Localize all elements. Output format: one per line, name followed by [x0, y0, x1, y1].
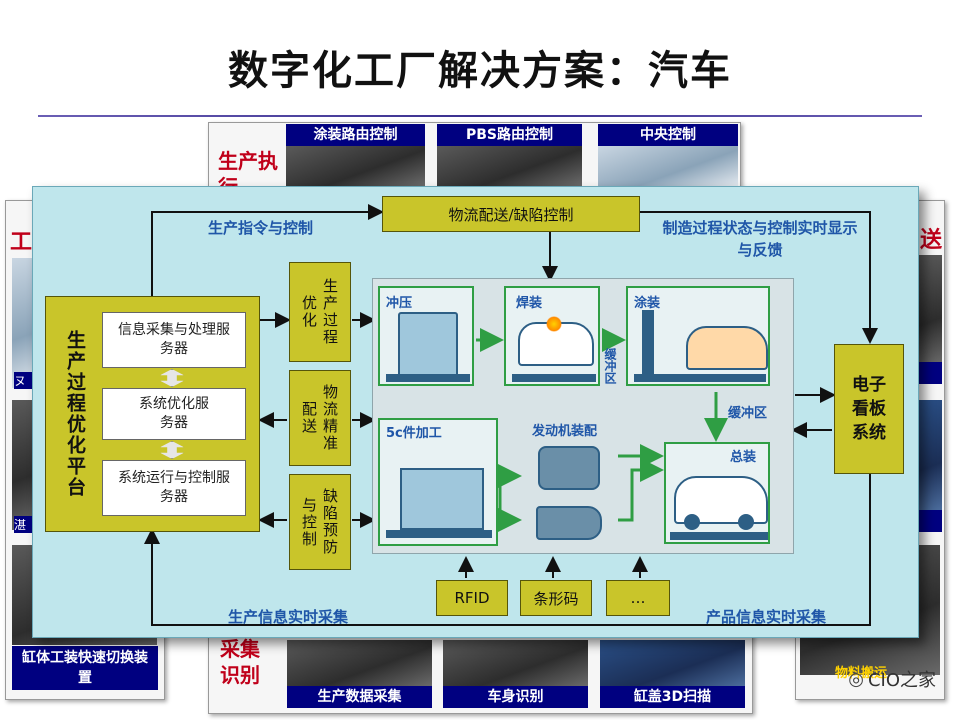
- wheel-icon-1: [684, 514, 700, 530]
- conveyor-icon-3: [634, 374, 766, 382]
- logistics-defect-box: 物流配送/缺陷控制: [382, 196, 640, 232]
- stage-engine-label: 发动机装配: [532, 424, 598, 439]
- electronic-kanban-box: 电子看板系统: [834, 344, 904, 474]
- bottom-photo-3: 缸盖3D扫描: [600, 640, 745, 710]
- press-machine-icon: [398, 312, 458, 378]
- platform-label: 生产过程优化平台: [64, 330, 86, 498]
- stage-painting-label: 涂装: [634, 296, 661, 311]
- top-left-red-label: 生产执行: [218, 149, 278, 186]
- top-photo-2: PBS路由控制: [437, 124, 582, 186]
- conveyor-icon-4: [386, 530, 492, 538]
- top-photo-1: 涂装路由控制: [286, 124, 425, 186]
- left-fragment-label: 工: [10, 229, 33, 255]
- label-production-info: 生产信息实时采集: [228, 608, 349, 626]
- photo-data-collection: [287, 640, 432, 686]
- watermark-logo: ◎ CIO之家: [848, 666, 936, 692]
- defect-left: 与控制: [300, 496, 318, 548]
- photo-body-id: [443, 640, 588, 686]
- label-production-command: 生产指令与控制: [208, 219, 314, 237]
- right-photo-1: [918, 255, 942, 365]
- top-caption-1: 涂装路由控制: [286, 124, 425, 146]
- painted-car-icon: [686, 326, 768, 370]
- stage-final-assembly: 总装: [664, 442, 770, 544]
- left-small-2: 湛: [14, 516, 34, 533]
- paint-robot-icon: [642, 310, 654, 374]
- photo-3d-scan: [600, 640, 745, 686]
- label-process-status: 制造过程状态与控制实时显示与反馈: [662, 219, 858, 259]
- bottom-left-red-label: 采集识别: [220, 637, 260, 687]
- stage-stamping: 冲压: [378, 286, 474, 386]
- conveyor-icon-2: [512, 374, 596, 382]
- server-optimization: 系统优化服务器: [102, 388, 246, 440]
- title-divider: [38, 115, 922, 117]
- left-photo-2: [12, 400, 34, 530]
- right-fragment-label: 送: [920, 227, 943, 253]
- transmission-icon: [536, 506, 602, 540]
- more-id-box: …: [606, 580, 670, 616]
- top-caption-3: 中央控制: [598, 124, 738, 146]
- photo-pbs: [437, 146, 582, 186]
- left-photo-1: [12, 258, 34, 388]
- label-product-info: 产品信息实时采集: [706, 608, 827, 626]
- left-bottom-caption-text: 缸体工装快速切换装置: [22, 650, 148, 686]
- precise-logistics-box: 配送 物流精准: [289, 370, 351, 466]
- engine-icon: [538, 446, 600, 490]
- conveyor-icon-6: [670, 532, 768, 540]
- right-bottom-caption: 物料搬运: [835, 666, 888, 681]
- process-optimization-box: 优化 生产过程: [289, 262, 351, 362]
- photo-central-control: [598, 146, 738, 186]
- process-opt-right: 生产过程: [321, 278, 339, 346]
- logistics-right: 物流精准: [321, 384, 339, 452]
- bottom-caption-2: 车身识别: [443, 686, 588, 708]
- stage-welding-label: 焊装: [516, 296, 543, 311]
- process-opt-left: 优化: [300, 295, 318, 329]
- weld-spark-icon: [546, 316, 562, 332]
- top-caption-2: PBS路由控制: [437, 124, 582, 146]
- photo-paint-line: [286, 146, 425, 186]
- stage-parts-label: 5c件加工: [386, 426, 442, 441]
- page-title: 数字化工厂解决方案：汽车: [228, 47, 732, 94]
- buffer-zone-label-2: 缓冲区: [728, 406, 768, 421]
- bottom-caption-3: 缸盖3D扫描: [600, 686, 745, 708]
- kanban-label: 电子看板系统: [852, 375, 886, 443]
- bottom-photo-2: 车身识别: [443, 640, 588, 710]
- machining-center-icon: [400, 468, 484, 530]
- stage-engine-assembly: 发动机装配: [520, 418, 616, 546]
- bottom-photo-1: 生产数据采集: [287, 640, 432, 710]
- stage-stamping-label: 冲压: [386, 296, 413, 311]
- left-bottom-caption: 缸体工装快速切换装置: [12, 646, 158, 690]
- logistics-left: 配送: [300, 401, 318, 435]
- stage-parts-machining: 5c件加工: [378, 418, 498, 546]
- stage-final-label: 总装: [730, 450, 757, 465]
- rfid-box: RFID: [436, 580, 508, 616]
- watermark-text: CIO之家: [867, 670, 936, 691]
- conveyor-icon: [386, 374, 470, 382]
- wechat-icon: ◎: [848, 668, 864, 690]
- left-small-1: ヌ: [14, 372, 34, 389]
- top-photo-3: 中央控制: [598, 124, 738, 186]
- stage-welding: 焊装: [504, 286, 600, 386]
- stage-painting: 涂装: [626, 286, 770, 386]
- buffer-zone-label-1: 缓冲区: [603, 348, 617, 384]
- server-info-collect: 信息采集与处理服务器: [102, 312, 246, 368]
- defect-right: 缺陷预防: [321, 488, 339, 556]
- wheel-icon-2: [738, 514, 754, 530]
- server-run-control: 系统运行与控制服务器: [102, 460, 246, 516]
- bottom-caption-1: 生产数据采集: [287, 686, 432, 708]
- right-photo-1-cap: [918, 362, 942, 384]
- right-photo-2-cap: [918, 510, 942, 532]
- right-photo-2: [918, 400, 942, 510]
- barcode-box: 条形码: [520, 580, 592, 616]
- defect-prevention-box: 与控制 缺陷预防: [289, 474, 351, 570]
